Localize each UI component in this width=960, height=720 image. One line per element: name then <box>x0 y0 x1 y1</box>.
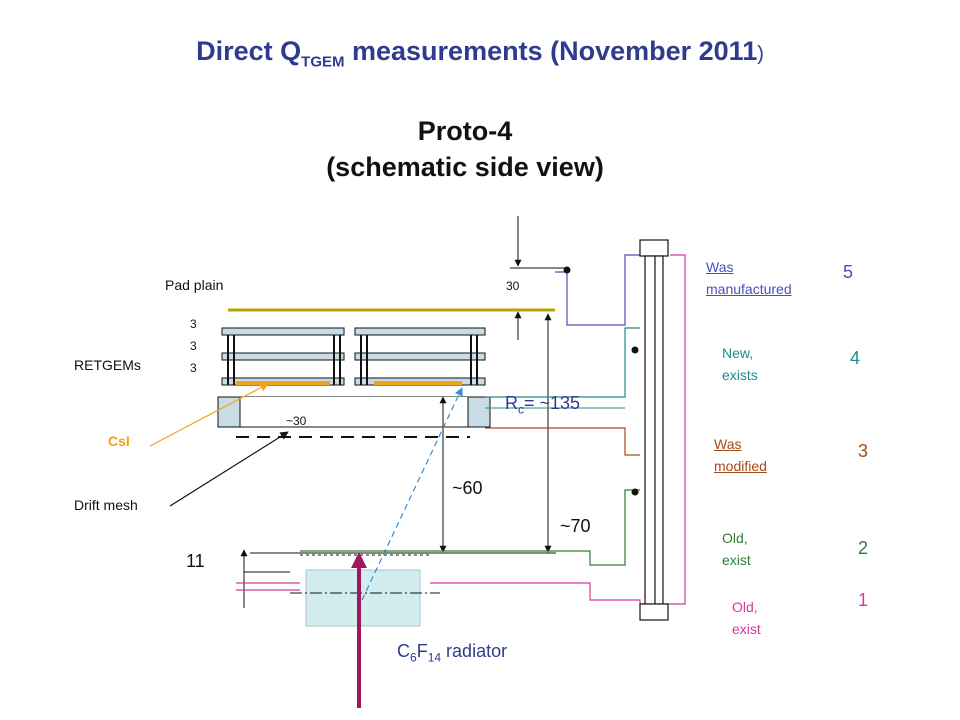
radiator-label: C6F14 radiator <box>397 641 508 665</box>
retgems-label: RETGEMs <box>74 357 141 373</box>
page-title: Direct QTGEM measurements (November 2011… <box>196 36 764 71</box>
layer-3-outline <box>485 427 640 456</box>
gap-label-1: 3 <box>190 317 197 331</box>
layer-4-outline <box>485 327 640 398</box>
dimension-11-label: 11 <box>186 551 205 571</box>
diagram-subtitle: (schematic side view) <box>326 152 604 182</box>
retgem-stack <box>221 327 486 386</box>
flange-column <box>639 239 669 621</box>
legend-item-2: Old, exist <box>722 530 751 568</box>
legend-number-4: 4 <box>850 348 861 368</box>
legend-number-2: 2 <box>858 538 869 558</box>
rc-label: Rc= ~135 <box>505 393 581 417</box>
dimension-30-inner-label: ~30 <box>286 414 307 428</box>
dimension-60-label: ~60 <box>452 478 483 498</box>
legend-item-3: Was modified <box>714 436 767 474</box>
legend-item-1: Old, exist <box>732 599 761 637</box>
legend-item-4: New, exists <box>722 345 758 383</box>
gap-label-2: 3 <box>190 339 197 353</box>
legend-number-1: 1 <box>858 590 869 610</box>
legend-number-3: 3 <box>858 441 869 461</box>
gap-label-3: 3 <box>190 361 197 375</box>
layer-2-outline <box>300 489 640 566</box>
screw-dots <box>563 266 639 496</box>
layer-5-outline <box>555 254 640 326</box>
legend-item-5: Was manufactured <box>706 259 792 297</box>
drift-mesh-label: Drift mesh <box>74 497 138 513</box>
legend-number-5: 5 <box>843 262 854 282</box>
pad-plain-label: Pad plain <box>165 277 224 293</box>
diagram-title: Proto-4 <box>417 116 513 146</box>
csi-label: CsI <box>108 433 130 449</box>
dimension-30-label: 30 <box>506 279 520 293</box>
drift-mesh-pointer <box>169 431 289 507</box>
dimension-70-label: ~70 <box>560 516 591 536</box>
csi-pointer <box>149 383 269 447</box>
cherenkov-ray <box>361 387 463 601</box>
